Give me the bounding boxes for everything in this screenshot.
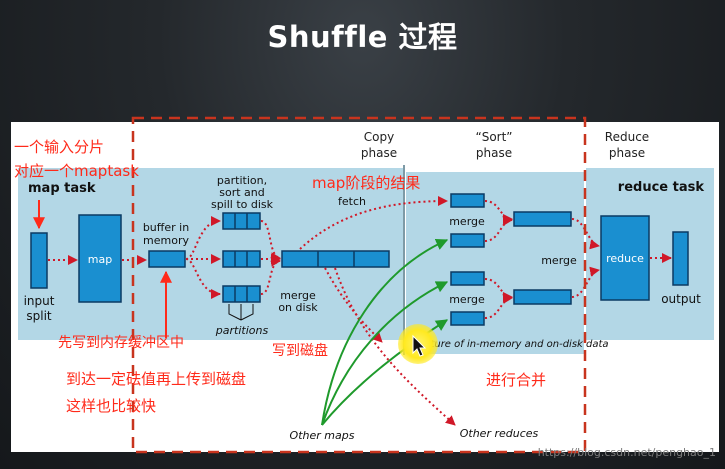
input-note-line1: 一个输入分片 [14,138,104,156]
reduce-box [600,215,650,301]
partition-brackets [228,304,254,321]
shuffle-frame [131,116,587,454]
merge-note: 进行合并 [486,371,546,389]
map-box [78,214,122,303]
partitions-label: partitions [215,324,269,337]
merge-on-disk-line2: on disk [278,301,318,314]
buffer-label-line1: buffer in [143,221,189,234]
buffer-box [148,250,186,268]
sort-segment-4 [450,311,485,326]
output-box [672,231,689,286]
reduce-phase-line1: Reduce [605,130,649,144]
spill-label-line2: sort and [219,186,265,199]
map-result-note: map阶段的结果 [312,174,420,192]
other-reduces-label: Other reduces [460,427,539,440]
merge-label-1: merge [449,215,485,228]
merge-on-disk-line1: merge [280,289,316,302]
merge-label-mid: merge [541,254,577,267]
merged-output-box [281,250,390,268]
reduce-label: reduce [606,252,644,265]
spill-file-1 [222,212,261,230]
cursor-arrow-icon [412,334,427,357]
reduce-task-label: reduce task [618,180,705,195]
buffer-label-line2: memory [143,234,189,247]
input-note-line2: 对应一个maptask [14,162,139,180]
copy-phase-line1: Copy [364,130,394,144]
spill-label-line3: spill to disk [211,198,274,211]
input-split-line1: input [24,294,55,308]
sort-phase-line1: “Sort” [475,130,512,144]
map-label: map [88,253,112,266]
watermark: https://blog.csdn.net/penghao_1 [538,446,716,459]
spill-label-line1: partition, [217,174,267,187]
threshold-note-line1: 到达一定砝值再上传到磁盘 [66,370,246,388]
merged-segment-bottom [513,289,572,305]
buffer-note: 先写到内存缓冲区中 [58,335,184,351]
output-label: output [661,292,701,306]
spill-file-2 [222,250,261,268]
merge-label-2: merge [449,293,485,306]
sort-segment-2 [450,233,485,248]
merged-segment-top [513,211,572,227]
map-task-label: map task [28,181,96,196]
mixture-label: mixture of in-memory and on-disk data [412,339,609,350]
sort-segment-1 [450,193,485,208]
slide-title: Shuffle 过程 [267,20,458,54]
threshold-note-line2: 这样也比较快 [66,397,156,415]
reduce-phase-line2: phase [609,146,645,160]
copy-phase-line2: phase [361,146,397,160]
sort-segment-3 [450,271,485,286]
input-split-box [30,232,48,289]
sort-phase-line2: phase [476,146,512,160]
input-split-line2: split [26,309,52,323]
spill-file-3 [222,285,261,303]
write-disk-note: 写到磁盘 [272,342,328,359]
fetch-label: fetch [338,195,366,208]
other-maps-label: Other maps [290,429,355,442]
